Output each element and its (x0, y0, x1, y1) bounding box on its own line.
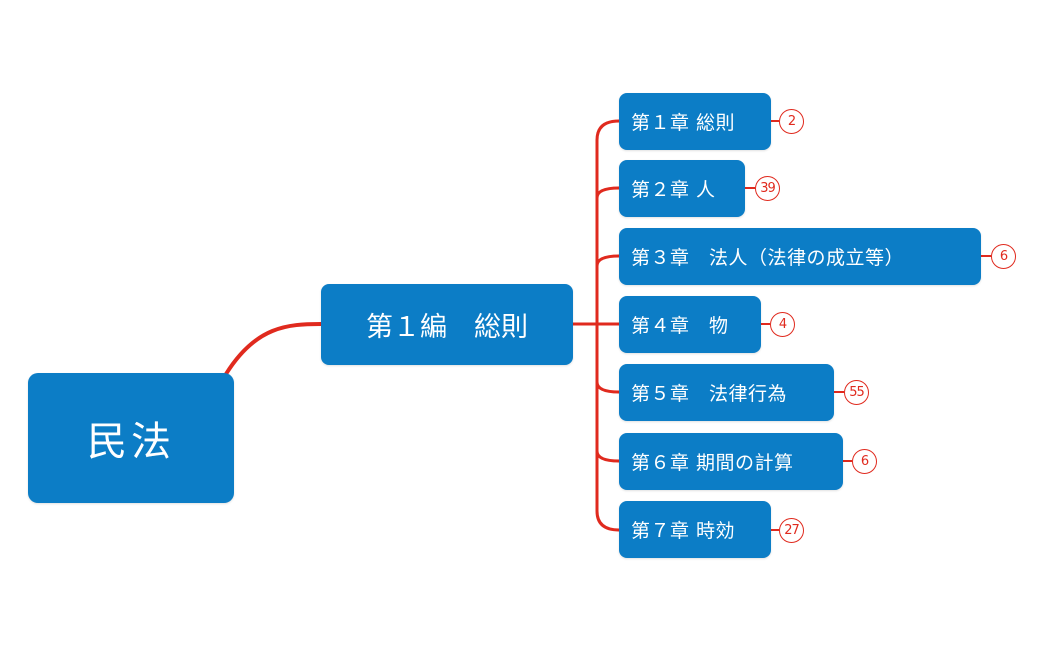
main-topic-label: 第１編 総則 (366, 312, 528, 343)
chapter-node-7[interactable]: 第７章 時効 (619, 501, 771, 558)
count-value: 27 (784, 523, 800, 538)
count-badge-1[interactable]: 2 (779, 109, 804, 134)
chapter-label: 第７章 時効 (631, 520, 736, 542)
connector-branch-5 (595, 381, 620, 394)
count-badge-5[interactable]: 55 (844, 380, 869, 405)
root-node[interactable]: 民法 (28, 373, 234, 503)
count-value: 6 (860, 454, 869, 469)
count-value: 39 (760, 181, 776, 196)
count-badge-4[interactable]: 4 (770, 312, 795, 337)
count-badge-2[interactable]: 39 (755, 176, 780, 201)
chapter-label: 第１章 総則 (631, 112, 736, 134)
count-value: 6 (999, 249, 1008, 264)
count-badge-6[interactable]: 6 (852, 449, 877, 474)
chapter-label: 第４章 物 (631, 315, 729, 337)
chapter-label: 第６章 期間の計算 (631, 452, 794, 474)
count-value: 2 (787, 114, 796, 129)
count-badge-3[interactable]: 6 (991, 244, 1016, 269)
chapter-node-5[interactable]: 第５章 法律行為 (619, 364, 834, 421)
chapter-node-1[interactable]: 第１章 総則 (619, 93, 771, 150)
count-value: 4 (778, 317, 787, 332)
chapter-node-3[interactable]: 第３章 法人（法律の成立等） (619, 228, 981, 285)
main-topic-node[interactable]: 第１編 総則 (321, 284, 573, 365)
count-badge-7[interactable]: 27 (779, 518, 804, 543)
connector-branch-2 (595, 186, 620, 199)
root-label: 民法 (87, 419, 175, 465)
chapter-node-6[interactable]: 第６章 期間の計算 (619, 433, 843, 490)
count-value: 55 (849, 385, 865, 400)
chapter-label: 第２章 人 (631, 179, 716, 201)
connector-branch-3 (595, 254, 620, 267)
connector-root-main (224, 322, 323, 376)
chapter-node-2[interactable]: 第２章 人 (619, 160, 745, 217)
connector-branch-6 (595, 450, 620, 463)
chapter-label: 第３章 法人（法律の成立等） (631, 247, 905, 269)
chapter-label: 第５章 法律行為 (631, 383, 788, 405)
chapter-node-4[interactable]: 第４章 物 (619, 296, 761, 353)
